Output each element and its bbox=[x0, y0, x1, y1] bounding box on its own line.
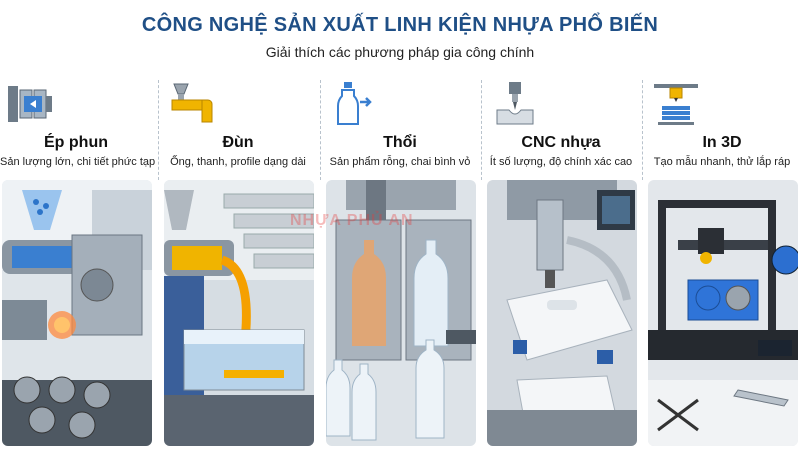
method-description: Sản phẩm rỗng, chai bình vỏ bbox=[329, 156, 471, 168]
blow-bottle-icon bbox=[330, 80, 378, 128]
method-card-cnc: CNC nhựa Ít số lượng, độ chính xác cao bbox=[485, 80, 637, 448]
method-description: Tạo mẫu nhanh, thử lắp ráp bbox=[653, 156, 791, 168]
page-title: CÔNG NGHỆ SẢN XUẤT LINH KIỆN NHỰA PHỔ BI… bbox=[141, 14, 659, 36]
watermark-logo: NHỰA PHỦ AN bbox=[290, 212, 414, 229]
cnc-photo bbox=[487, 180, 637, 446]
column-divider bbox=[481, 80, 483, 180]
method-name: CNC nhựa bbox=[521, 134, 601, 151]
method-card-3d-printing: In 3D Tạo mẫu nhanh, thử lắp ráp bbox=[646, 80, 798, 448]
column-divider bbox=[642, 80, 644, 180]
method-name: Thổi bbox=[383, 134, 417, 151]
column-divider bbox=[320, 80, 322, 180]
method-name: In 3D bbox=[702, 134, 742, 151]
3d-printer-icon bbox=[652, 80, 700, 128]
cnc-drill-icon bbox=[491, 80, 539, 128]
page-subtitle: Giải thích các phương pháp gia công chín… bbox=[265, 44, 535, 60]
blow-molding-photo bbox=[326, 180, 476, 446]
method-card-injection: Ép phun Sản lượng lớn, chi tiết phức tạp bbox=[0, 80, 156, 448]
method-card-blow-molding: Thổi Sản phẩm rỗng, chai bình vỏ bbox=[324, 80, 476, 448]
injection-molding-photo bbox=[2, 180, 152, 446]
column-divider bbox=[158, 80, 160, 180]
extrusion-photo bbox=[164, 180, 314, 446]
method-name: Ép phun bbox=[44, 134, 108, 151]
methods-row: Ép phun Sản lượng lớn, chi tiết phức tạp bbox=[0, 80, 800, 450]
method-description: Sản lượng lớn, chi tiết phức tạp bbox=[0, 156, 156, 168]
method-description: Ít số lượng, độ chính xác cao bbox=[489, 156, 633, 168]
method-card-extrusion: Đùn Ống, thanh, profile dạng dài bbox=[162, 80, 314, 448]
method-description: Ống, thanh, profile dạng dài bbox=[170, 156, 306, 168]
3d-printing-photo bbox=[648, 180, 798, 446]
method-name: Đùn bbox=[222, 134, 254, 151]
injection-molding-icon bbox=[6, 80, 54, 128]
extrusion-pipe-icon bbox=[168, 80, 216, 128]
